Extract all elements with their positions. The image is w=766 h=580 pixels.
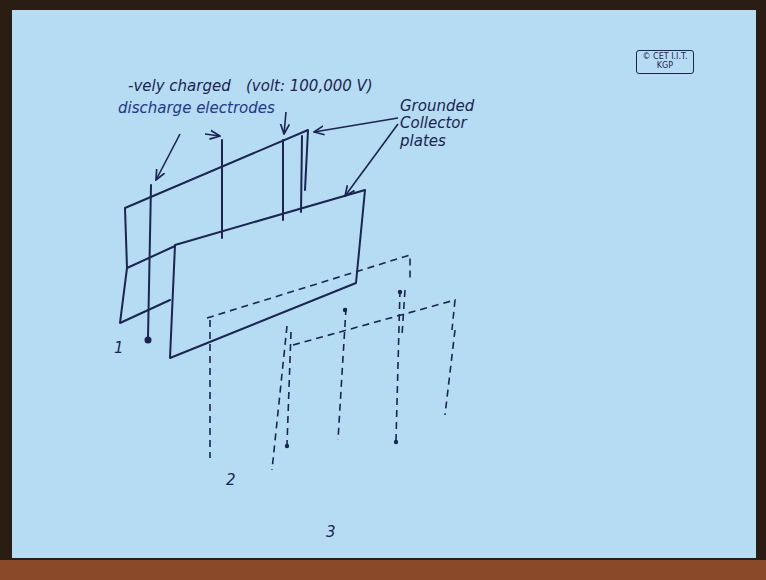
part-name: discharge electrodes [118,100,275,117]
callout-number: 2 [226,472,236,489]
part-name: Grounded Collector plates [400,98,496,150]
paper-sheet [12,10,756,558]
back-plate [120,246,175,323]
front-plate [170,190,365,358]
callout-number: 3 [326,524,336,541]
watermark-logo: © CET I.I.T. KGP [636,50,694,74]
callout-number: 1 [114,340,124,357]
desk-strip [0,560,766,580]
voltage-value: (volt: 100,000 V) [246,78,373,95]
voltage-note: -vely charged [128,78,231,95]
back-plate [125,130,308,268]
